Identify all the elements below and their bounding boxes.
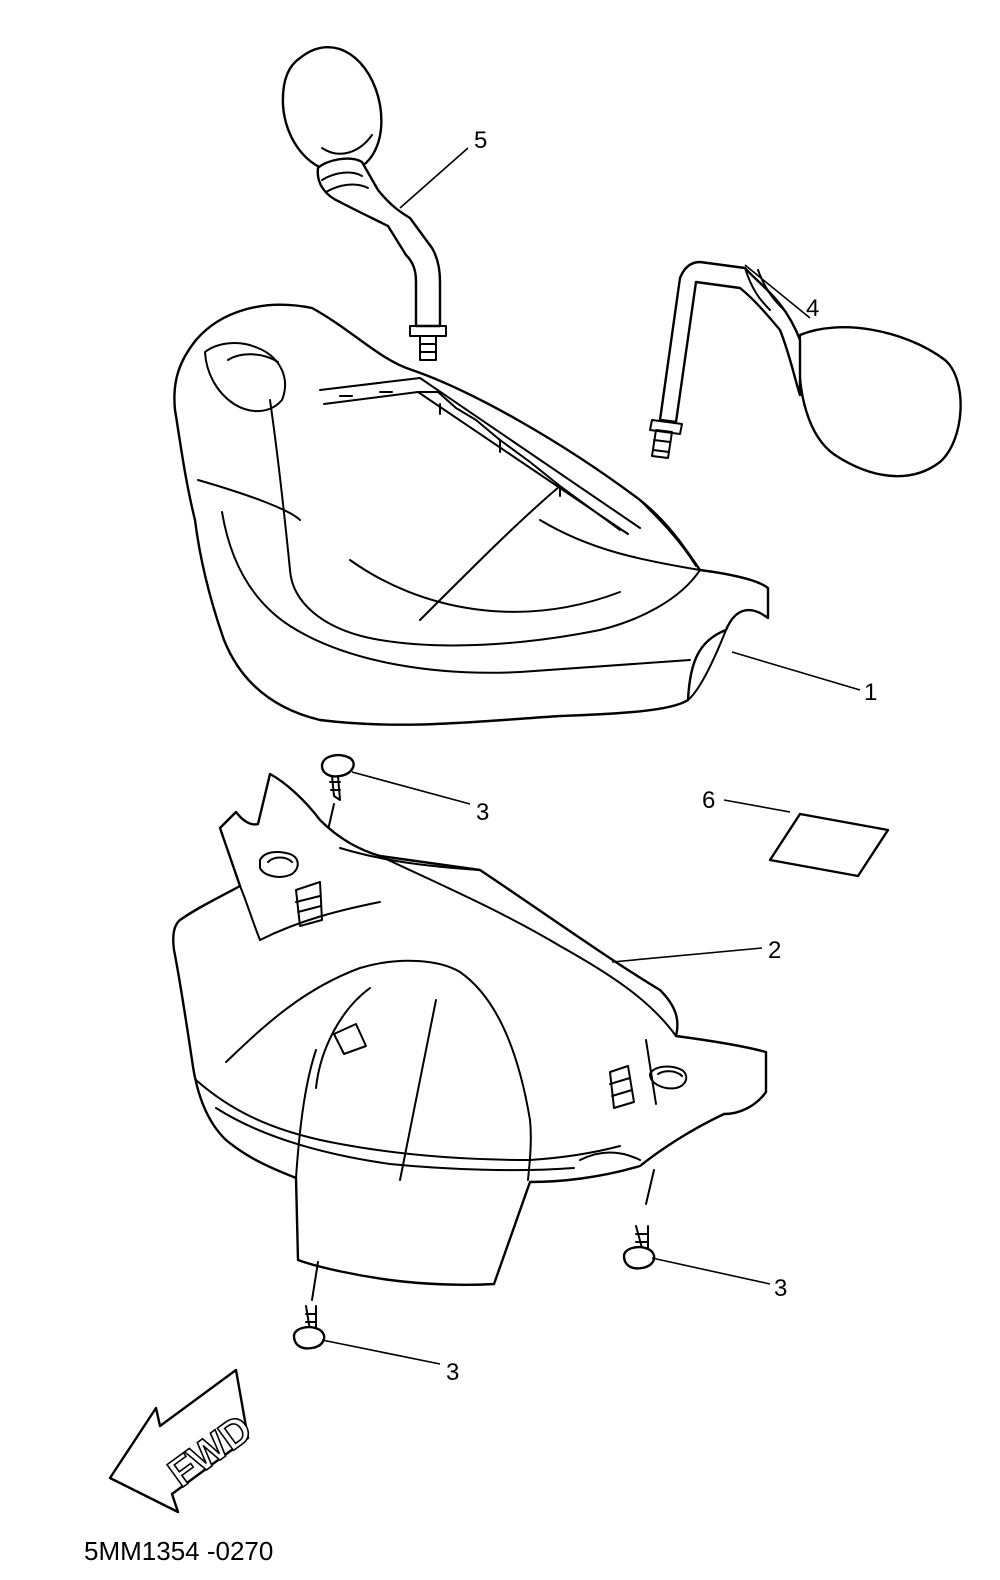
callout-1: 1 — [864, 679, 877, 706]
callout-3-right: 3 — [774, 1275, 787, 1302]
callout-2: 2 — [768, 937, 781, 964]
label-sticker — [768, 812, 890, 878]
callout-3-left: 3 — [446, 1359, 459, 1386]
leader-3-left — [321, 1339, 441, 1365]
fwd-arrow: FWD — [108, 1368, 261, 1514]
screw-left — [292, 1261, 326, 1350]
leader-5 — [399, 147, 469, 209]
front-handlebar-cover — [173, 303, 770, 726]
callout-4: 4 — [806, 295, 819, 322]
leader-2 — [611, 947, 763, 963]
callout-5: 5 — [474, 127, 487, 154]
leader-4 — [744, 264, 811, 319]
rear-handlebar-cover — [172, 772, 768, 1286]
screw-right — [622, 1169, 656, 1270]
mirror-left — [281, 46, 447, 361]
diagram-code: 5MM1354 -0270 — [84, 1536, 274, 1566]
mirror-right — [649, 260, 962, 478]
leader-6 — [723, 799, 791, 813]
leader-3-top — [351, 771, 471, 805]
callout-6: 6 — [702, 787, 715, 814]
leader-1 — [731, 651, 861, 691]
leader-3-right — [651, 1257, 771, 1285]
callout-3-top: 3 — [476, 799, 489, 826]
